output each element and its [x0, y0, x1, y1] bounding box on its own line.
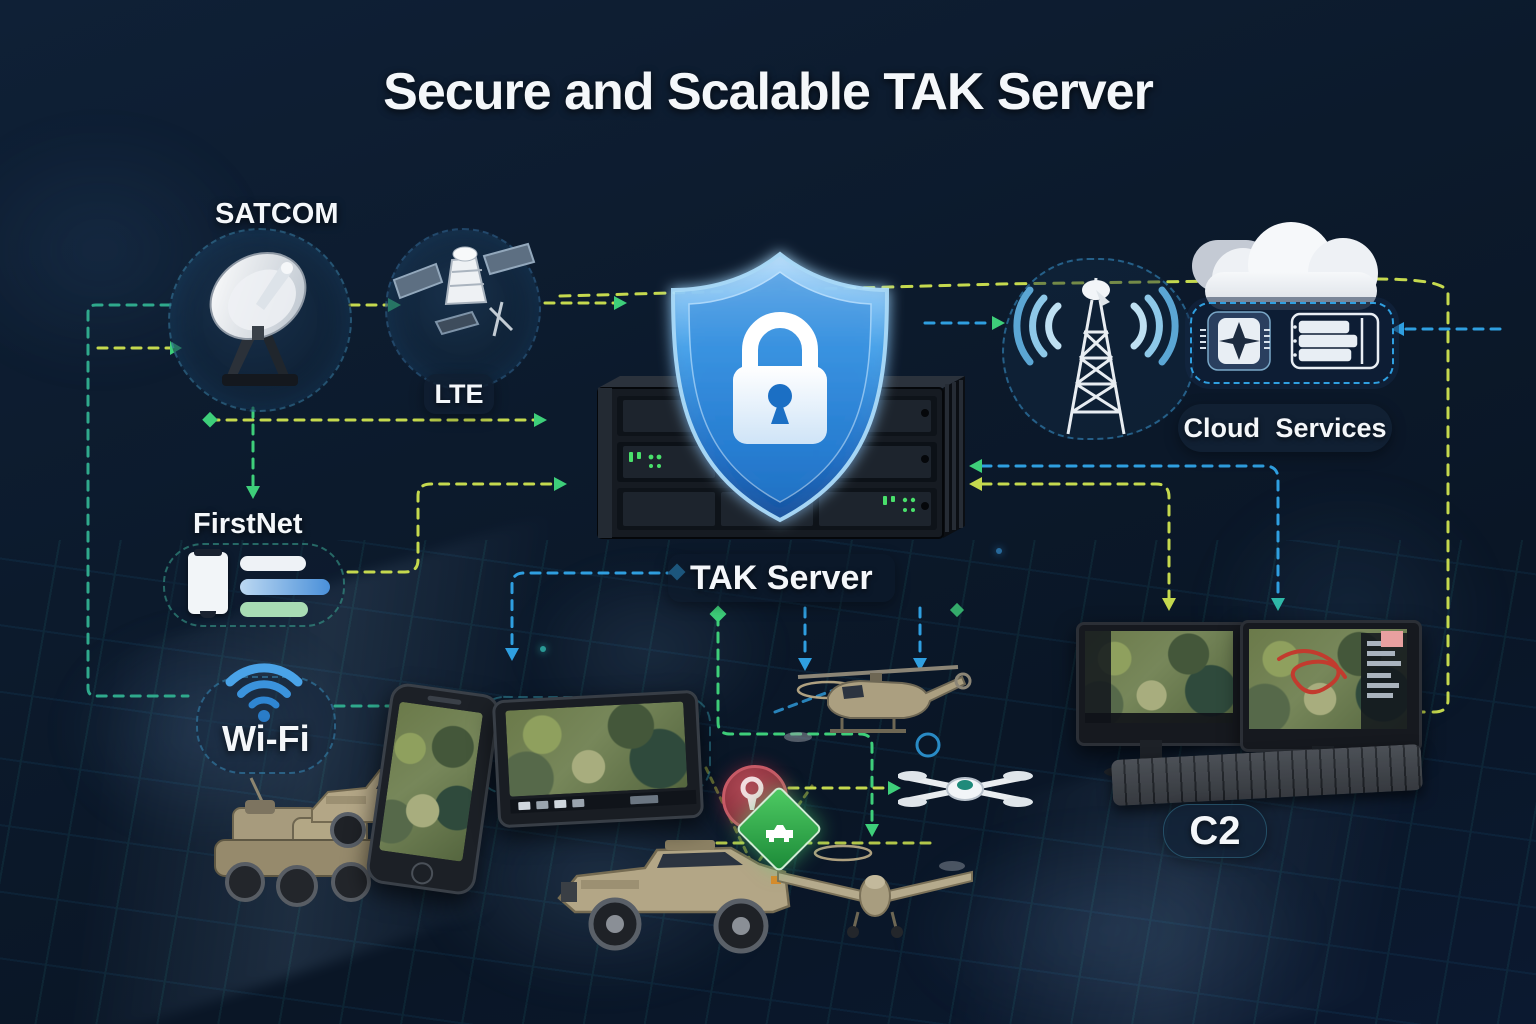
satellite-dish-icon [209, 251, 307, 386]
quadcopter-drone [898, 771, 1033, 807]
signal-bar-green [240, 602, 308, 617]
cloud-services-label: Cloud Services [1178, 404, 1392, 452]
rugged-tablet-device [491, 689, 705, 829]
accent-dot [540, 646, 546, 652]
wifi-icon [225, 663, 303, 722]
signal-bar-blue [240, 579, 330, 595]
compass-app-icon [1200, 311, 1271, 371]
lte-label: LTE [424, 374, 494, 414]
ugv-robot [214, 777, 386, 907]
server-stack-icon [1290, 312, 1380, 370]
cell-tower-icon [1013, 277, 1179, 435]
tak-server-group [597, 251, 965, 539]
accent-dot [996, 548, 1002, 554]
monitor-right [1240, 620, 1422, 752]
page-title: Secure and Scalable TAK Server [383, 63, 1154, 121]
tactical-vehicle [557, 840, 791, 954]
satellite-icon [392, 242, 536, 337]
radio-waves-icon [1013, 286, 1179, 366]
firstnet-label: FirstNet [193, 508, 303, 540]
phone-signal-icon [188, 549, 228, 618]
cloud-service-icons [1200, 311, 1380, 371]
padlock-icon [733, 312, 827, 444]
signal-bar-white [240, 556, 306, 571]
tak-server-label: TAK Server [668, 554, 895, 602]
vehicle-waypoint-marker [735, 785, 823, 873]
wifi-label: Wi-Fi [222, 718, 310, 759]
wifi-box [196, 676, 336, 774]
satcom-label: SATCOM [215, 198, 339, 230]
monitor-left [1076, 622, 1248, 746]
helicopter [797, 665, 972, 733]
fixed-wing-drone [777, 870, 973, 938]
c2-label: C2 [1163, 804, 1267, 858]
